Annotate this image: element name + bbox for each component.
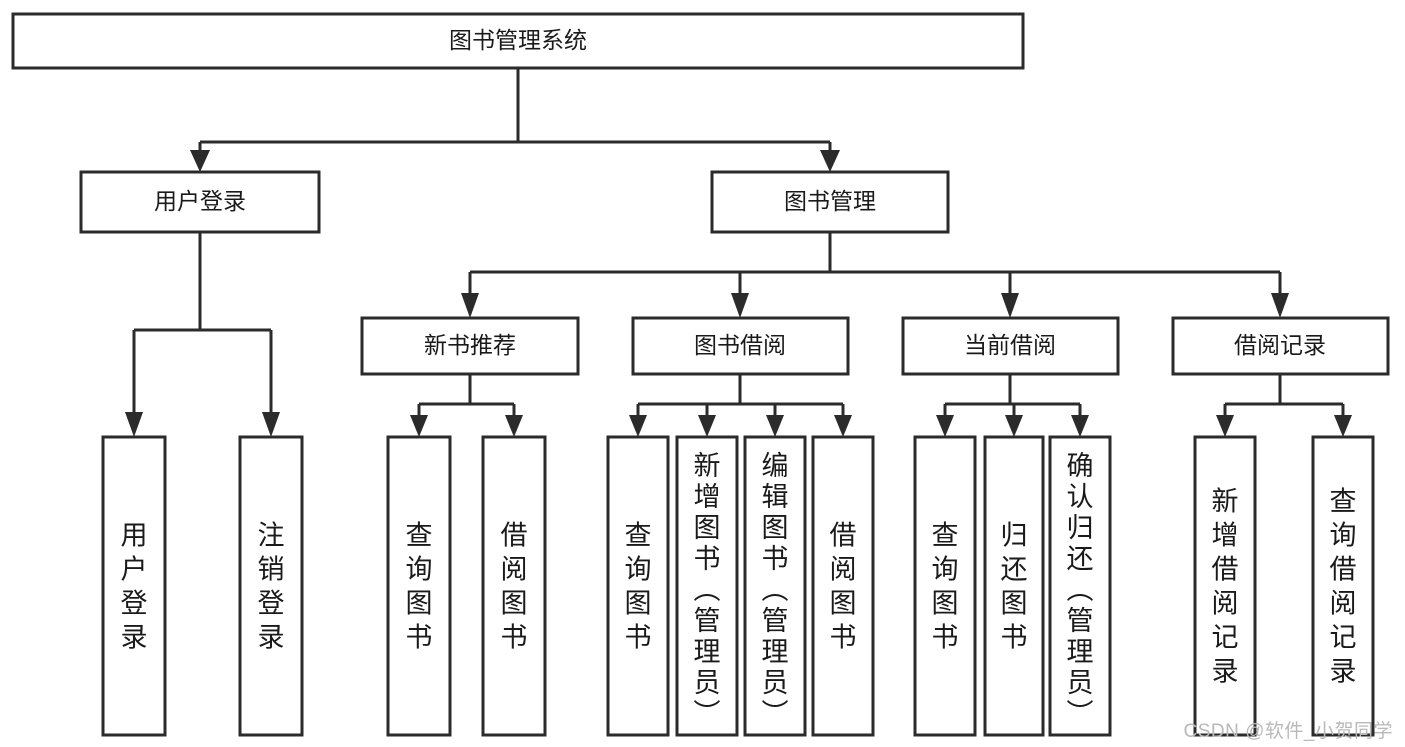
leaf-box-注销登录-1[interactable] [238, 435, 304, 737]
leaf-node-新增图书管理员-5[interactable]: 新增图书︵管理员︶ [675, 435, 739, 737]
arrow-cb-leaf1 [936, 415, 954, 437]
arrow-cb-leaf3 [1071, 415, 1089, 437]
leaf-box-归还图书-9[interactable] [983, 435, 1045, 737]
leaf-label-查询图书-8: 查询图书 [932, 521, 959, 653]
leaf-node-编辑图书管理员-6[interactable]: 编辑图书︵管理员︶ [743, 435, 807, 737]
leaf-node-借阅图书-7[interactable]: 借阅图书 [811, 435, 875, 737]
leaf-label-借阅图书-7: 借阅图书 [830, 521, 857, 653]
arrow-to-book-mgmt [820, 150, 840, 172]
arrow-bb-leaf2 [698, 415, 716, 437]
leaf-box-用户登录-0[interactable] [101, 435, 167, 737]
node-label-new-book-recommend: 新书推荐 [424, 332, 516, 358]
node-label-user-login: 用户登录 [154, 188, 246, 214]
arrow-nbr-leaf2 [505, 415, 523, 437]
leaf-label-查询图书-2: 查询图书 [406, 521, 433, 653]
leaf-box-查询图书-8[interactable] [913, 435, 977, 737]
leaf-box-借阅图书-7[interactable] [811, 435, 875, 737]
leaf-box-查询借阅记录-12[interactable] [1311, 435, 1375, 737]
leaf-label-注销登录-1: 注销登录 [258, 521, 285, 653]
leaf-node-用户登录-0[interactable]: 用户登录 [101, 435, 167, 737]
node-box-borrow-record[interactable] [1171, 316, 1390, 376]
leaf-box-确认归还管理员-10[interactable] [1048, 435, 1112, 737]
arrow-br-leaf2 [1334, 415, 1352, 437]
leaf-node-借阅图书-3[interactable]: 借阅图书 [481, 435, 547, 737]
arrow-nbr-leaf1 [410, 415, 428, 437]
arrow-to-book-borrow [731, 293, 749, 318]
arrow-leaf-logout [262, 412, 280, 437]
arrow-br-leaf1 [1216, 415, 1234, 437]
leaf-label-借阅图书-3: 借阅图书 [501, 521, 528, 653]
node-user-login[interactable]: 用户登录 [79, 170, 321, 234]
node-box-user-login[interactable] [79, 170, 321, 234]
leaf-label-确认归还管理员-10: 确认归还︵管理员︶ [1067, 451, 1094, 729]
arrow-cb-leaf2 [1005, 415, 1023, 437]
node-label-current-borrow: 当前借阅 [964, 332, 1056, 358]
leaf-label-用户登录-0: 用户登录 [121, 521, 148, 653]
node-root-system[interactable]: 图书管理系统 [11, 12, 1025, 70]
node-current-borrow[interactable]: 当前借阅 [901, 316, 1120, 376]
leaf-box-查询图书-2[interactable] [386, 435, 452, 737]
node-box-root[interactable] [11, 12, 1025, 70]
arrow-bb-leaf4 [834, 415, 852, 437]
leaf-box-查询图书-4[interactable] [606, 435, 670, 737]
arrow-bb-leaf3 [766, 415, 784, 437]
leaf-box-借阅图书-3[interactable] [481, 435, 547, 737]
node-box-new-book-recommend[interactable] [360, 316, 580, 376]
leaf-box-编辑图书管理员-6[interactable] [743, 435, 807, 737]
leaf-node-查询图书-4[interactable]: 查询图书 [606, 435, 670, 737]
leaf-label-编辑图书管理员-6: 编辑图书︵管理员︶ [762, 451, 789, 729]
leaf-node-layer: 用户登录 注销登录 查询图书 借阅图书 查询图书 新增图书︵管理员︶ 编辑图书︵管理员︶ 借阅… [101, 435, 1375, 737]
node-label-book-management: 图书管理 [784, 188, 876, 214]
leaf-node-新增借阅记录-11[interactable]: 新增借阅记录 [1193, 435, 1257, 737]
node-book-management[interactable]: 图书管理 [710, 170, 950, 234]
arrow-leaf-user-login [125, 412, 143, 437]
arrow-to-borrow-record [1271, 293, 1289, 318]
node-box-book-management[interactable] [710, 170, 950, 234]
leaf-node-归还图书-9[interactable]: 归还图书 [983, 435, 1045, 737]
leaf-node-查询图书-8[interactable]: 查询图书 [913, 435, 977, 737]
arrow-bb-leaf1 [629, 415, 647, 437]
node-box-book-borrow[interactable] [631, 316, 850, 376]
leaf-node-查询图书-2[interactable]: 查询图书 [386, 435, 452, 737]
leaf-box-新增图书管理员-5[interactable] [675, 435, 739, 737]
arrow-to-user-login [190, 150, 210, 172]
leaf-node-查询借阅记录-12[interactable]: 查询借阅记录 [1311, 435, 1375, 737]
leaf-node-注销登录-1[interactable]: 注销登录 [238, 435, 304, 737]
leaf-node-确认归还管理员-10[interactable]: 确认归还︵管理员︶ [1048, 435, 1112, 737]
leaf-label-查询借阅记录-12: 查询借阅记录 [1330, 487, 1357, 687]
node-borrow-record[interactable]: 借阅记录 [1171, 316, 1390, 376]
leaf-label-新增借阅记录-11: 新增借阅记录 [1212, 487, 1239, 687]
leaf-label-新增图书管理员-5: 新增图书︵管理员︶ [694, 451, 721, 729]
node-book-borrow[interactable]: 图书借阅 [631, 316, 850, 376]
arrow-to-current-borrow [1001, 293, 1019, 318]
node-label-borrow-record: 借阅记录 [1234, 332, 1326, 358]
connector-layer [125, 68, 1352, 437]
leaf-box-新增借阅记录-11[interactable] [1193, 435, 1257, 737]
node-box-current-borrow[interactable] [901, 316, 1120, 376]
node-new-book-recommend[interactable]: 新书推荐 [360, 316, 580, 376]
watermark-label: CSDN @软件_小贺同学 [1183, 721, 1393, 742]
leaf-label-归还图书-9: 归还图书 [1001, 521, 1028, 653]
node-label-book-borrow: 图书借阅 [694, 332, 786, 358]
node-label-root: 图书管理系统 [449, 27, 587, 53]
leaf-label-查询图书-4: 查询图书 [625, 521, 652, 653]
arrow-to-new-book-rec [461, 293, 479, 318]
